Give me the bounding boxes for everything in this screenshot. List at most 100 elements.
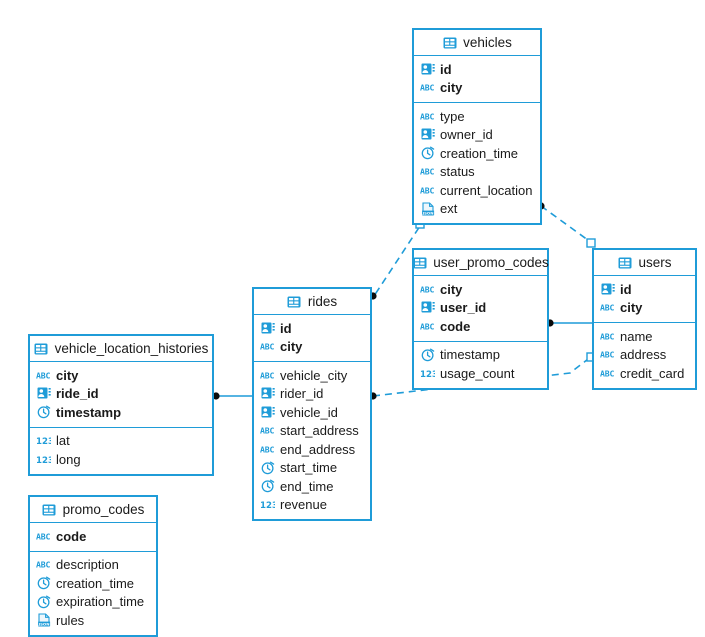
table-title-user_promo_codes[interactable]: user_promo_codes [413,250,549,276]
table-title-rides[interactable]: rides [254,289,370,315]
column-row-id[interactable]: id [594,280,695,299]
relationship-vlh-rides[interactable] [212,392,252,400]
relationship-upc-users[interactable] [546,319,592,327]
column-label: ext [440,201,458,217]
column-row-current_location[interactable]: ABC current_location [414,181,540,200]
column-section: timestamp 123 usage_count [414,340,547,388]
column-section: ABC vehicle_city rider_id veh [254,361,370,519]
column-row-rules[interactable]: JSON rules [30,611,156,630]
column-row-lat[interactable]: 123 lat [30,432,212,451]
svg-text:JSON: JSON [421,210,433,215]
column-row-vehicle_id[interactable]: vehicle_id [254,403,370,422]
column-row-status[interactable]: ABC status [414,163,540,182]
column-row-usage_count[interactable]: 123 usage_count [414,364,547,383]
clock-icon [260,460,275,475]
abc-string-icon: ABC [260,442,275,457]
column-label: city [56,367,79,383]
svg-text:ABC: ABC [600,350,614,360]
column-row-code[interactable]: ABC code [414,317,547,336]
table-name-label: user_promo_codes [433,255,549,270]
column-row-end_time[interactable]: end_time [254,477,370,496]
table-node-rides[interactable]: rides id ABC city ABC vehicle_city [252,287,372,521]
column-row-timestamp[interactable]: timestamp [414,346,547,365]
number-123-icon: 123 [36,452,51,467]
uuid-contact-icon [260,386,275,401]
svg-text:ABC: ABC [260,444,274,454]
column-label: end_address [280,441,356,457]
column-label: creation_time [440,145,519,161]
column-row-expiration_time[interactable]: expiration_time [30,593,156,612]
primary-key-section: id ABC city [414,56,540,102]
table-node-users[interactable]: users id ABC city ABC name ABC address A… [592,248,697,390]
abc-string-icon: ABC [420,282,435,297]
table-name-label: vehicle_location_histories [54,341,209,356]
column-row-city[interactable]: ABC city [414,79,540,98]
column-label: expiration_time [56,594,145,610]
column-row-name[interactable]: ABC name [594,327,695,346]
column-row-revenue[interactable]: 123 revenue [254,496,370,515]
column-row-credit_card[interactable]: ABC credit_card [594,364,695,383]
table-title-vehicles[interactable]: vehicles [414,30,540,56]
column-row-start_time[interactable]: start_time [254,459,370,478]
uuid-contact-icon [420,300,435,315]
clock-icon [36,594,51,609]
column-row-ride_id[interactable]: ride_id [30,385,212,404]
column-row-city[interactable]: ABC city [414,280,547,299]
json-file-icon: JSON [36,613,51,628]
column-row-city[interactable]: ABC city [594,299,695,318]
table-icon [42,502,57,517]
column-row-id[interactable]: id [414,60,540,79]
column-row-description[interactable]: ABC description [30,556,156,575]
table-title-users[interactable]: users [594,250,695,276]
column-label: user_id [440,300,487,316]
column-row-end_address[interactable]: ABC end_address [254,440,370,459]
column-label: city [440,281,463,297]
column-label: description [56,557,119,573]
primary-key-section: id ABC city [254,315,370,361]
column-row-timestamp[interactable]: timestamp [30,403,212,422]
column-section: ABC type owner_id creation_time ABC stat… [414,102,540,223]
abc-string-icon: ABC [36,529,51,544]
svg-text:ABC: ABC [420,321,434,331]
column-row-user_id[interactable]: user_id [414,299,547,318]
column-row-ext[interactable]: JSON ext [414,200,540,219]
table-node-vehicles[interactable]: vehicles id ABC city ABC type [412,28,542,225]
abc-string-icon: ABC [260,423,275,438]
number-123-icon: 123 [420,366,435,381]
column-row-type[interactable]: ABC type [414,107,540,126]
column-row-start_address[interactable]: ABC start_address [254,422,370,441]
column-row-city[interactable]: ABC city [30,366,212,385]
table-node-vehicle_location_histories[interactable]: vehicle_location_histories ABC city ride… [28,334,214,476]
svg-text:ABC: ABC [36,531,50,541]
relationship-vehicles-users[interactable] [537,202,596,252]
table-title-vehicle_location_histories[interactable]: vehicle_location_histories [30,336,212,362]
primary-key-section: id ABC city [594,276,695,322]
table-name-label: vehicles [463,35,512,50]
column-row-rider_id[interactable]: rider_id [254,385,370,404]
clock-icon [36,576,51,591]
column-label: start_time [280,460,338,476]
column-row-creation_time[interactable]: creation_time [30,574,156,593]
svg-text:ABC: ABC [600,368,614,378]
uuid-contact-icon [260,321,275,336]
number-123-icon: 123 [260,497,275,512]
column-row-address[interactable]: ABC address [594,346,695,365]
primary-key-section: ABC city ride_id timestamp [30,362,212,427]
table-name-label: rides [307,294,338,309]
column-row-code[interactable]: ABC code [30,527,156,546]
column-label: timestamp [56,404,122,420]
table-node-promo_codes[interactable]: promo_codes ABC code ABC description cre… [28,495,158,637]
column-row-id[interactable]: id [254,319,370,338]
svg-text:ABC: ABC [260,370,274,380]
relationship-line [540,205,593,252]
clock-icon [420,347,435,362]
column-label: lat [56,433,70,449]
table-title-promo_codes[interactable]: promo_codes [30,497,156,523]
column-row-city[interactable]: ABC city [254,338,370,357]
column-row-long[interactable]: 123 long [30,450,212,469]
column-row-owner_id[interactable]: owner_id [414,126,540,145]
column-row-vehicle_city[interactable]: ABC vehicle_city [254,366,370,385]
column-row-creation_time[interactable]: creation_time [414,144,540,163]
table-node-user_promo_codes[interactable]: user_promo_codes ABC city user_id ABC co… [412,248,549,390]
